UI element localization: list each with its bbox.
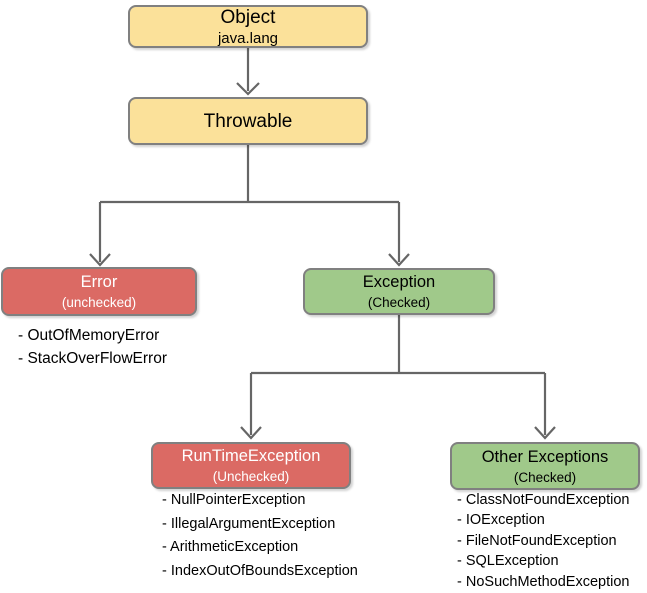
list-item: - NoSuchMethodException — [457, 573, 630, 590]
list-item: - ClassNotFoundException — [457, 492, 630, 508]
node-subtitle: (Checked) — [367, 295, 431, 310]
list-item: - OutOfMemoryError — [18, 327, 160, 344]
error-subtype-list: - OutOfMemoryError - StackOverFlowError — [18, 324, 167, 370]
runtime-exception-list: - NullPointerException - IllegalArgument… — [162, 489, 358, 583]
node-title: Error — [80, 273, 118, 291]
arrowhead-down-icon — [89, 253, 111, 267]
edge-exception-children — [249, 315, 547, 435]
node-title: RunTimeException — [181, 447, 321, 465]
list-item: - IOException — [457, 512, 545, 529]
other-exceptions-list: - ClassNotFoundException - IOException -… — [457, 490, 630, 592]
edge-throwable-children — [98, 145, 401, 262]
node-title: Object — [220, 6, 276, 28]
node-subtitle: (Checked) — [513, 469, 577, 485]
list-item: - StackOverFlowError — [18, 350, 167, 367]
node-other-exceptions: Other Exceptions (Checked) — [450, 442, 640, 490]
arrowhead-down-icon — [240, 426, 262, 440]
node-throwable: Throwable — [128, 97, 368, 145]
arrowhead-down-icon — [236, 82, 260, 96]
node-title: Exception — [362, 273, 436, 291]
node-runtime-exception: RunTimeException (Unchecked) — [151, 442, 351, 489]
list-item: - FileNotFoundException — [457, 532, 617, 549]
node-exception: Exception (Checked) — [303, 268, 495, 315]
list-item: - IllegalArgumentException — [162, 515, 336, 532]
arrowhead-down-icon — [534, 426, 556, 440]
node-error: Error (unchecked) — [1, 267, 197, 316]
list-item: - NullPointerException — [162, 492, 306, 508]
node-title: Throwable — [203, 110, 293, 132]
list-item: - ArithmeticException — [162, 539, 299, 555]
list-item: - SQLException — [457, 553, 559, 570]
node-object: Object java.lang — [128, 5, 368, 48]
node-title: Other Exceptions — [481, 447, 609, 466]
node-subtitle: (unchecked) — [61, 295, 137, 310]
list-item: - IndexOutOfBoundsException — [162, 562, 358, 579]
arrowhead-down-icon — [388, 253, 410, 267]
node-subtitle: (Unchecked) — [212, 469, 290, 484]
node-subtitle: java.lang — [217, 29, 279, 47]
